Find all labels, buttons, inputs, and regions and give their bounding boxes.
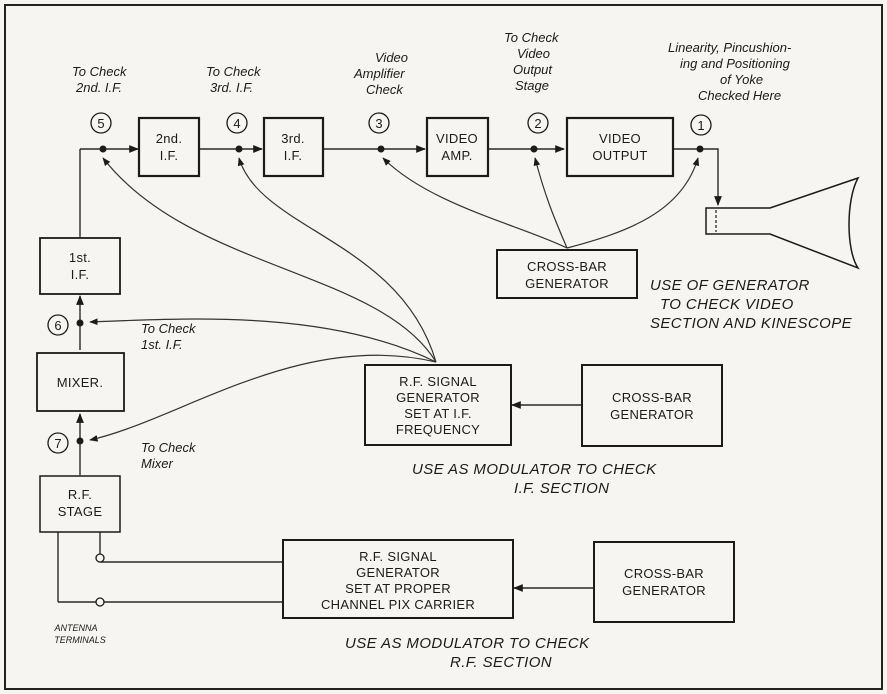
annotation-yoke-line3: of Yoke	[720, 72, 763, 87]
annotation-check-1st-if-line2: 1st. I.F.	[141, 337, 183, 352]
point-2-label: 2	[534, 116, 541, 131]
block-crossbar-rf: CROSS-BAR GENERATOR	[593, 541, 735, 623]
caption-video-line1: USE OF GENERATOR	[650, 277, 810, 294]
junction-dots	[76, 145, 704, 607]
point-5-label: 5	[97, 116, 104, 131]
block-rf-generator-pix: R.F. SIGNAL GENERATOR SET AT PROPER CHAN…	[282, 539, 514, 619]
block-crossbar-video-line1: CROSS-BAR	[527, 259, 607, 274]
block-crossbar-video-line2: GENERATOR	[525, 276, 609, 291]
block-crossbar-rf-line2: GENERATOR	[622, 583, 706, 598]
annotation-check-video-output-line1: To Check	[504, 30, 560, 45]
point-1-label: 1	[697, 118, 704, 133]
caption-rf-section: USE AS MODULATOR TO CHECK R.F. SECTION	[345, 635, 590, 671]
block-video-amp-line2: AMP.	[441, 148, 472, 163]
annotation-yoke: Linearity, Pincushion- ing and Positioni…	[668, 40, 792, 103]
block-rf-stage: R.F. STAGE	[39, 475, 121, 533]
annotation-antenna-line1: ANTENNA	[53, 623, 97, 633]
annotation-video-amp-check-line2: Amplifier	[353, 66, 405, 81]
block-rf-generator-pix-line1: R.F. SIGNAL	[359, 549, 437, 564]
signal-chain-wires	[57, 145, 722, 603]
annotation-antenna-line2: TERMINALS	[54, 635, 106, 645]
block-mixer-label: MIXER.	[57, 375, 104, 390]
annotation-check-3rd-if-line1: To Check	[206, 64, 262, 79]
block-crossbar-if: CROSS-BAR GENERATOR	[581, 364, 723, 447]
block-rf-generator-pix-line2: GENERATOR	[356, 565, 440, 580]
block-video-output-line1: VIDEO	[599, 131, 641, 146]
annotation-check-mixer-line2: Mixer	[141, 456, 173, 471]
block-1st-if-line2: I.F.	[71, 267, 90, 282]
annotation-check-3rd-if: To Check 3rd. I.F.	[206, 64, 262, 95]
annotation-check-3rd-if-line2: 3rd. I.F.	[210, 80, 253, 95]
annotation-video-amp-check-line1: Video	[375, 50, 408, 65]
point-4-label: 4	[233, 116, 240, 131]
annotation-check-2nd-if-line2: 2nd. I.F.	[75, 80, 122, 95]
annotation-yoke-line4: Checked Here	[698, 88, 781, 103]
block-rf-generator-if-line4: FREQUENCY	[396, 422, 480, 437]
block-3rd-if: 3rd. I.F.	[262, 116, 325, 178]
caption-video-section: USE OF GENERATOR TO CHECK VIDEO SECTION …	[650, 277, 853, 332]
point-3-label: 3	[375, 116, 382, 131]
annotation-yoke-line2: ing and Positioning	[680, 56, 791, 71]
annotation-check-video-output-line4: Stage	[515, 78, 549, 93]
caption-if-line2: I.F. SECTION	[514, 480, 609, 497]
block-3rd-if-line1: 3rd.	[281, 131, 305, 146]
point-7-label: 7	[54, 436, 61, 451]
caption-video-line3: SECTION AND KINESCOPE	[650, 315, 853, 332]
annotation-antenna-terminals: ANTENNA TERMINALS	[53, 623, 105, 645]
caption-video-line2: TO CHECK VIDEO	[660, 296, 794, 313]
annotation-yoke-line1: Linearity, Pincushion-	[668, 40, 792, 55]
block-rf-stage-line1: R.F.	[68, 487, 92, 502]
caption-if-line1: USE AS MODULATOR TO CHECK	[412, 461, 657, 478]
block-1st-if-line1: 1st.	[69, 250, 91, 265]
block-rf-stage-line2: STAGE	[58, 504, 103, 519]
block-2nd-if-line1: 2nd.	[156, 131, 183, 146]
caption-if-section: USE AS MODULATOR TO CHECK I.F. SECTION	[412, 461, 657, 497]
test-lead-curves	[89, 157, 700, 442]
annotation-check-mixer-line1: To Check	[141, 440, 197, 455]
block-video-output-line2: OUTPUT	[592, 148, 647, 163]
annotation-video-amp-check-line3: Check	[366, 82, 404, 97]
caption-rf-line1: USE AS MODULATOR TO CHECK	[345, 635, 590, 652]
point-6-label: 6	[54, 318, 61, 333]
block-rf-generator-pix-line4: CHANNEL PIX CARRIER	[321, 597, 475, 612]
block-crossbar-video: CROSS-BAR GENERATOR	[496, 249, 638, 299]
block-crossbar-if-line2: GENERATOR	[610, 407, 694, 422]
annotation-check-video-output-line2: Video	[517, 46, 550, 61]
block-crossbar-if-line1: CROSS-BAR	[612, 390, 692, 405]
block-video-amp-line1: VIDEO	[436, 131, 478, 146]
annotation-check-1st-if: To Check 1st. I.F.	[141, 321, 197, 352]
block-crossbar-rf-line1: CROSS-BAR	[624, 566, 704, 581]
block-mixer: MIXER.	[36, 352, 125, 412]
block-1st-if: 1st. I.F.	[39, 237, 121, 295]
annotation-check-mixer: To Check Mixer	[141, 440, 197, 471]
annotation-check-1st-if-line1: To Check	[141, 321, 197, 336]
block-rf-generator-if-line3: SET AT I.F.	[404, 406, 472, 421]
caption-rf-line2: R.F. SECTION	[450, 654, 552, 671]
diagram-border	[4, 4, 883, 690]
block-rf-generator-pix-line3: SET AT PROPER	[345, 581, 451, 596]
annotation-check-2nd-if-line1: To Check	[72, 64, 128, 79]
annotation-video-amp-check: Video Amplifier Check	[353, 50, 408, 97]
block-2nd-if: 2nd. I.F.	[137, 116, 201, 178]
annotation-check-video-output: To Check Video Output Stage	[504, 30, 560, 93]
annotation-check-2nd-if: To Check 2nd. I.F.	[72, 64, 128, 95]
block-rf-generator-if-line1: R.F. SIGNAL	[399, 374, 477, 389]
block-video-output: VIDEO OUTPUT	[565, 116, 675, 178]
annotation-check-video-output-line3: Output	[513, 62, 553, 77]
block-rf-generator-if: R.F. SIGNAL GENERATOR SET AT I.F. FREQUE…	[364, 364, 512, 446]
kinescope-tube	[705, 176, 860, 270]
block-rf-generator-if-line2: GENERATOR	[396, 390, 480, 405]
block-3rd-if-line2: I.F.	[284, 148, 303, 163]
test-point-markers: 5 4 3 2 1 6 7	[47, 112, 712, 454]
block-2nd-if-line2: I.F.	[160, 148, 179, 163]
block-video-amp: VIDEO AMP.	[425, 116, 490, 178]
